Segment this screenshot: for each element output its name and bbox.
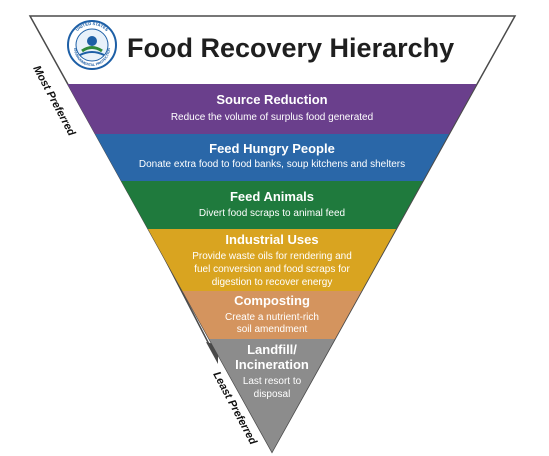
tier-band-2 <box>95 134 449 181</box>
tier-description-3-1: Divert food scraps to animal feed <box>199 208 345 219</box>
tier-title-2: Feed Hungry People <box>209 141 335 156</box>
tier-description-6-1: Last resort to <box>243 376 302 387</box>
tier-description-1-1: Reduce the volume of surplus food genera… <box>171 112 373 123</box>
tier-title-3: Feed Animals <box>230 189 314 204</box>
page-title: Food Recovery Hierarchy <box>127 33 454 63</box>
tier-band-5 <box>182 291 362 339</box>
tier-band-6 <box>209 339 335 452</box>
tier-description-4-3: digestion to recover energy <box>212 277 333 288</box>
tier-description-5-2: soil amendment <box>237 324 308 335</box>
tier-title-5: Composting <box>234 293 310 308</box>
tier-band-1 <box>67 84 477 134</box>
epa-seal: UNITED STATES ENVIRONMENTAL PROTECTION <box>67 20 117 70</box>
tier-title-6: Landfill/ <box>247 342 297 357</box>
tier-description-6-2: disposal <box>254 389 291 400</box>
tier-band-3 <box>121 181 423 229</box>
tier-band-4 <box>147 229 397 291</box>
tier-description-4-1: Provide waste oils for rendering and <box>192 251 352 262</box>
tier-title-1: Source Reduction <box>216 92 327 107</box>
tier-title-4: Industrial Uses <box>225 232 318 247</box>
tier-description-2-1: Donate extra food to food banks, soup ki… <box>139 159 405 170</box>
tier-title2-6: Incineration <box>235 357 309 372</box>
tier-description-5-1: Create a nutrient-rich <box>225 312 319 323</box>
tier-description-4-2: fuel conversion and food scraps for <box>194 264 350 275</box>
